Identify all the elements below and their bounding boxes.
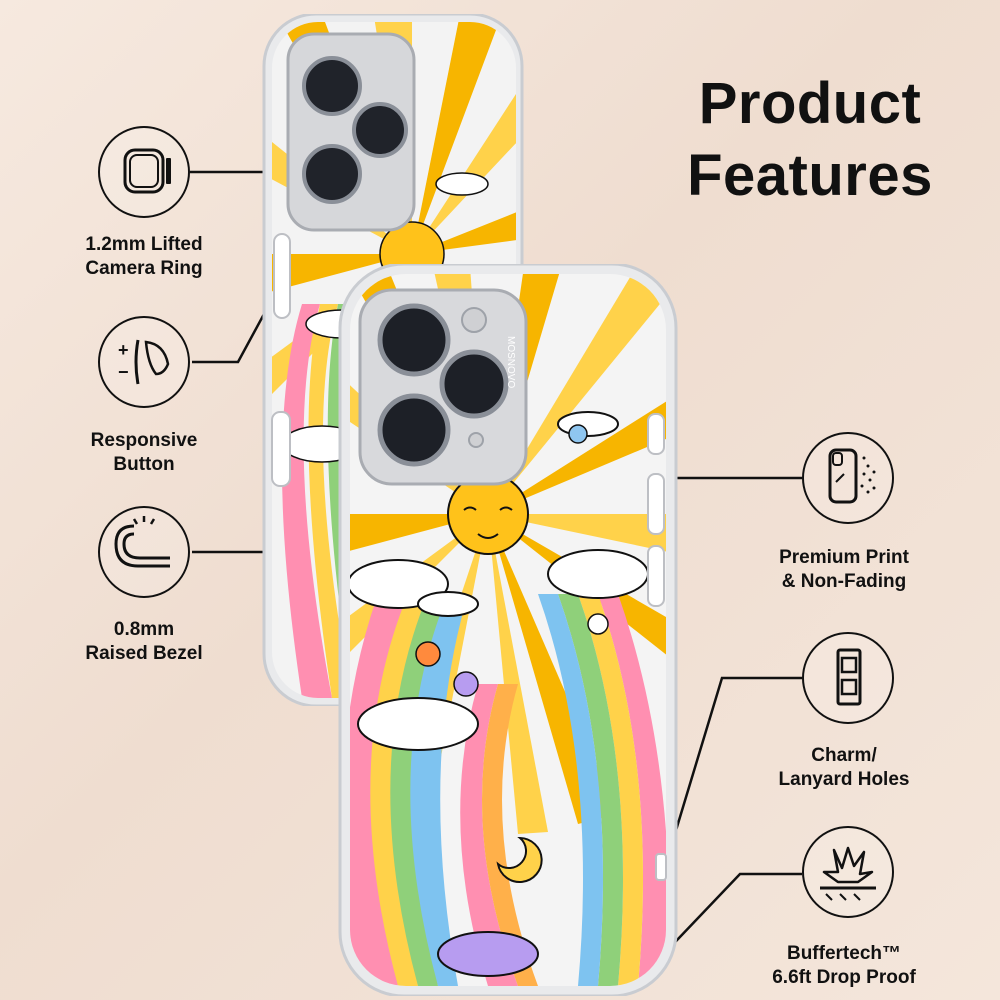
svg-text:−: − [118,362,129,382]
page-title: Product Features [660,68,960,212]
phone-case-front: MOSNOVO [338,264,678,996]
brand-text: MOSNOVO [505,336,516,388]
lanyard-hole-icon [802,632,894,724]
connector-drop [657,872,802,961]
title-line-2: Features [687,143,933,208]
feature-label-drop: Buffertech™ 6.6ft Drop Proof [772,943,916,988]
title-line-1: Product [698,71,922,136]
svg-text:+: + [118,340,129,360]
print-phone-icon [802,432,894,524]
connector-lanyard [662,676,802,871]
drop-impact-icon [802,826,894,918]
button-press-icon: + − [98,316,190,408]
feature-label-camera-ring: 1.2mm Lifted Camera Ring [85,234,203,279]
sun-face-front [447,473,529,555]
feature-label-button: Responsive Button [90,430,198,475]
feature-label-lanyard: Charm/ Lanyard Holes [778,745,910,790]
raised-bezel-icon [98,506,190,598]
camera-ring-icon [98,126,190,218]
feature-label-print: Premium Print & Non-Fading [779,547,909,592]
feature-label-bezel: 0.8mm Raised Bezel [85,619,203,664]
